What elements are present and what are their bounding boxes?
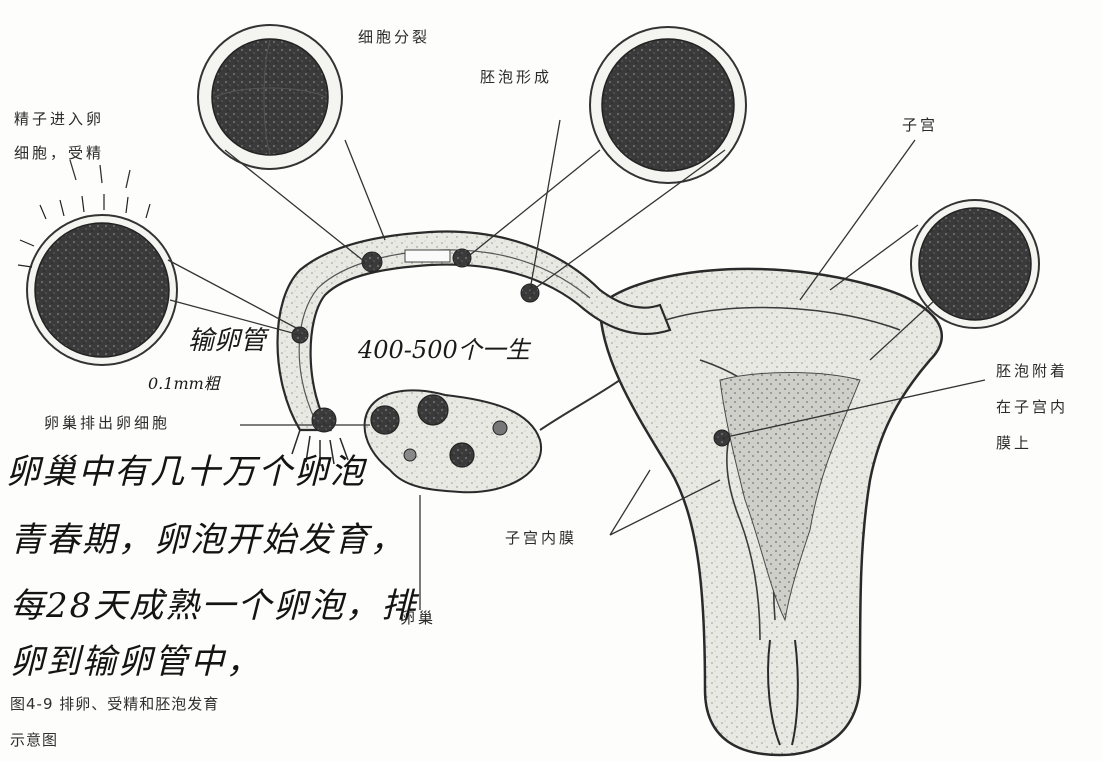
inset-cleavage — [198, 25, 342, 169]
inset-blastocyst — [590, 27, 746, 183]
figure-caption-2: 示意图 — [10, 728, 58, 752]
handwritten-tube-length: 400-500个一生 — [358, 330, 530, 365]
label-implant-1: 胚泡附着 — [996, 358, 1068, 384]
handwritten-line-2: 青春期，卵泡开始发育， — [10, 520, 406, 560]
handwritten-line-1: 卵巢中有几十万个卵泡 — [6, 452, 366, 492]
handwritten-tube-note: 输卵管 — [188, 320, 266, 357]
figure-caption-1: 图4-9 排卵、受精和胚泡发育 — [10, 692, 219, 716]
label-blastocyst-forming: 胚泡形成 — [480, 64, 552, 90]
label-implant-2: 在子宫内 — [996, 394, 1068, 420]
label-ovulation: 卵巢排出卵细胞 — [44, 410, 170, 436]
handwritten-line-4: 卵到输卵管中， — [10, 642, 262, 682]
label-implant-3: 膜上 — [996, 430, 1032, 456]
label-cleavage: 细胞分裂 — [358, 24, 430, 50]
ovary — [365, 380, 620, 492]
inset-implantation — [911, 200, 1039, 328]
inset-fertilization — [18, 194, 177, 365]
label-uterus: 子宫 — [902, 112, 938, 138]
handwritten-line-3: 每28天成熟一个卵泡，排 — [10, 586, 417, 626]
handwritten-tube-size: 0.1mm粗 — [148, 370, 220, 394]
label-sperm-enter-2: 细胞，受精 — [14, 140, 104, 166]
label-endometrium: 子宫内膜 — [505, 525, 577, 551]
label-sperm-enter-1: 精子进入卵 — [14, 106, 104, 132]
